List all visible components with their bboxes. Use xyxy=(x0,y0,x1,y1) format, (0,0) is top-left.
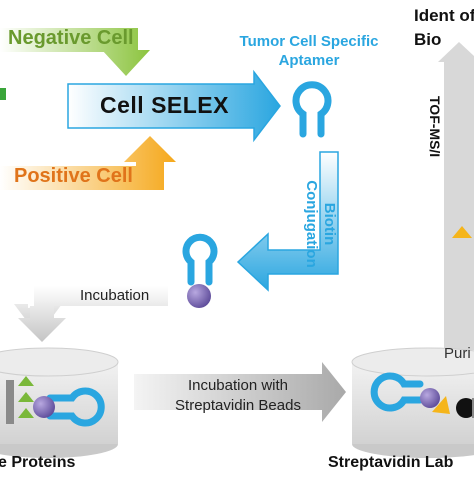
negative-cell-label: Negative Cell xyxy=(8,27,134,49)
streptavidin-complex xyxy=(370,372,474,418)
protein-triangles xyxy=(6,376,34,424)
green-marker xyxy=(0,88,6,100)
yellow-marker xyxy=(452,226,472,238)
tumor-aptamer-icon xyxy=(292,81,332,138)
streptavidin-label: Streptavidin Lab xyxy=(328,454,454,471)
cell-selex-arrow xyxy=(67,69,281,143)
incubation-label: Incubation xyxy=(80,287,150,304)
cell-selex-label: Cell SELEX xyxy=(100,92,229,118)
positive-cell-arrow xyxy=(0,136,176,190)
tumor-aptamer-label: Tumor Cell Specific Aptamer xyxy=(239,33,379,69)
protein-bead-disk xyxy=(0,347,119,458)
identification-label: Ident of Bio xyxy=(414,6,474,49)
tof-ms-arrowhead xyxy=(438,42,474,62)
bound-aptamer-left xyxy=(33,387,105,427)
incubation-arrow-shaft xyxy=(18,286,168,342)
biotinylated-aptamer-icon xyxy=(182,233,218,308)
proteins-label: e Proteins xyxy=(0,454,76,471)
tof-ms-label: TOF-MS/I xyxy=(427,96,443,158)
negative-cell-arrow xyxy=(0,28,150,76)
biotin-conjugation-arrow xyxy=(236,151,339,292)
positive-cell-label: Positive Cell xyxy=(14,165,133,187)
biotin-conjugation-label: Biotin Conjugation xyxy=(303,180,338,268)
streptavidin-incubation-arrow xyxy=(134,362,346,422)
tof-ms-arrow xyxy=(444,58,474,350)
streptavidin-incubation-label: Incubation with Streptavidin Beads xyxy=(175,377,301,414)
purification-label: Puri xyxy=(444,345,471,362)
